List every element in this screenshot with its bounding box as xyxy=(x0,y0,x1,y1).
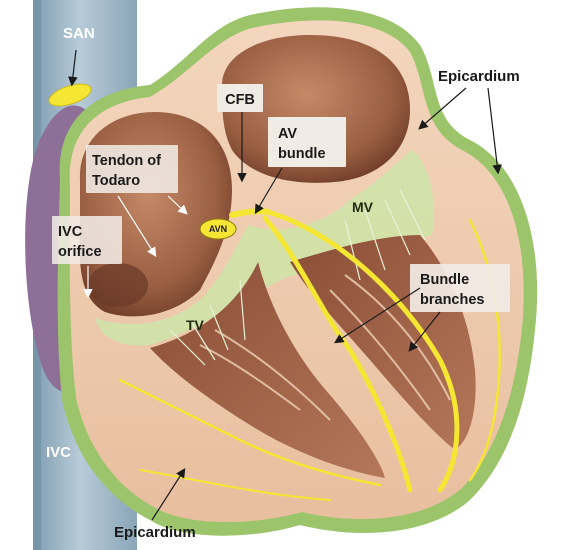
tendon-label-line2: Todaro xyxy=(92,173,140,189)
san-label: SAN xyxy=(63,25,95,42)
ivc-orifice-label-line1: IVC xyxy=(58,224,83,240)
epicardium-bottom-label: Epicardium xyxy=(114,524,196,541)
mv-label: MV xyxy=(352,199,374,215)
epicardium-top-label: Epicardium xyxy=(438,68,520,85)
tv-label: TV xyxy=(186,317,205,333)
ivc-orifice xyxy=(88,263,148,307)
avn-label: AVN xyxy=(209,224,227,234)
ivc-label: IVC xyxy=(46,444,71,461)
ivc-orifice-label-line2: orifice xyxy=(58,244,102,260)
cfb-label: CFB xyxy=(225,92,255,108)
av-bundle-label-line1: AV xyxy=(278,126,297,142)
av-bundle-label-line2: bundle xyxy=(278,146,326,162)
bundle-branches-label-line1: Bundle xyxy=(420,272,469,288)
bundle-branches-label-line2: branches xyxy=(420,292,484,308)
tendon-label-line1: Tendon of xyxy=(92,153,161,169)
